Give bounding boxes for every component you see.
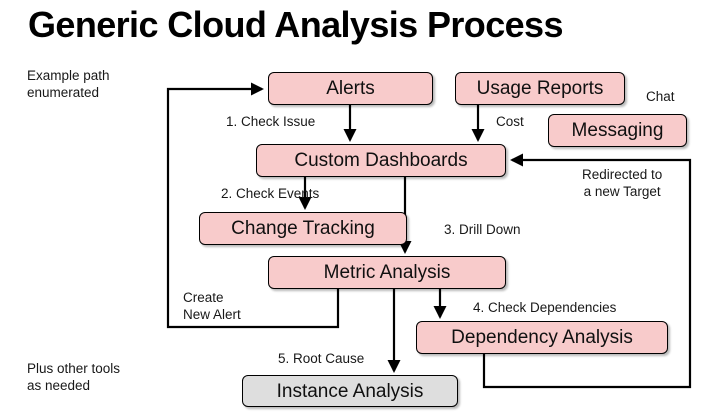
node-alerts-label: Alerts: [326, 78, 375, 99]
node-dependency-analysis-label: Dependency Analysis: [451, 327, 633, 348]
node-instance-analysis-label: Instance Analysis: [276, 380, 424, 402]
page-title: Generic Cloud Analysis Process: [28, 4, 563, 45]
edge-dependency-to-dashboards: [482, 153, 692, 389]
node-custom-dashboards[interactable]: Custom Dashboards: [256, 144, 506, 177]
node-usage-reports-label: Usage Reports: [476, 78, 604, 99]
edge-label-step-5: 5. Root Cause: [278, 351, 365, 366]
edge-label-cost: Cost: [496, 114, 524, 129]
note-example-path: Example path enumerated: [27, 68, 110, 100]
node-alerts[interactable]: Alerts: [268, 72, 433, 105]
node-metric-analysis[interactable]: Metric Analysis: [268, 256, 506, 289]
edge-create-new-alert: [166, 82, 340, 329]
note-plus-other-tools: Plus other tools as needed: [27, 361, 121, 393]
note-chat: Chat: [646, 89, 675, 104]
note-redirected-to-new-target: Redirected to a new Target: [582, 167, 663, 199]
node-usage-reports[interactable]: Usage Reports: [455, 72, 625, 105]
note-create-new-alert: Create New Alert: [183, 290, 241, 322]
node-dependency-analysis[interactable]: Dependency Analysis: [416, 321, 668, 354]
node-instance-analysis[interactable]: Instance Analysis: [242, 375, 458, 407]
node-custom-dashboards-label: Custom Dashboards: [294, 150, 468, 171]
edge-label-step-4: 4. Check Dependencies: [473, 300, 617, 315]
node-messaging-label: Messaging: [571, 120, 664, 141]
node-change-tracking-label: Change Tracking: [231, 218, 375, 239]
edge-label-step-1: 1. Check Issue: [226, 114, 316, 129]
edge-label-step-3: 3. Drill Down: [444, 222, 521, 237]
node-metric-analysis-label: Metric Analysis: [323, 262, 451, 283]
edge-label-step-2: 2. Check Events: [221, 186, 320, 201]
node-messaging[interactable]: Messaging: [548, 114, 687, 147]
node-change-tracking[interactable]: Change Tracking: [199, 212, 407, 245]
